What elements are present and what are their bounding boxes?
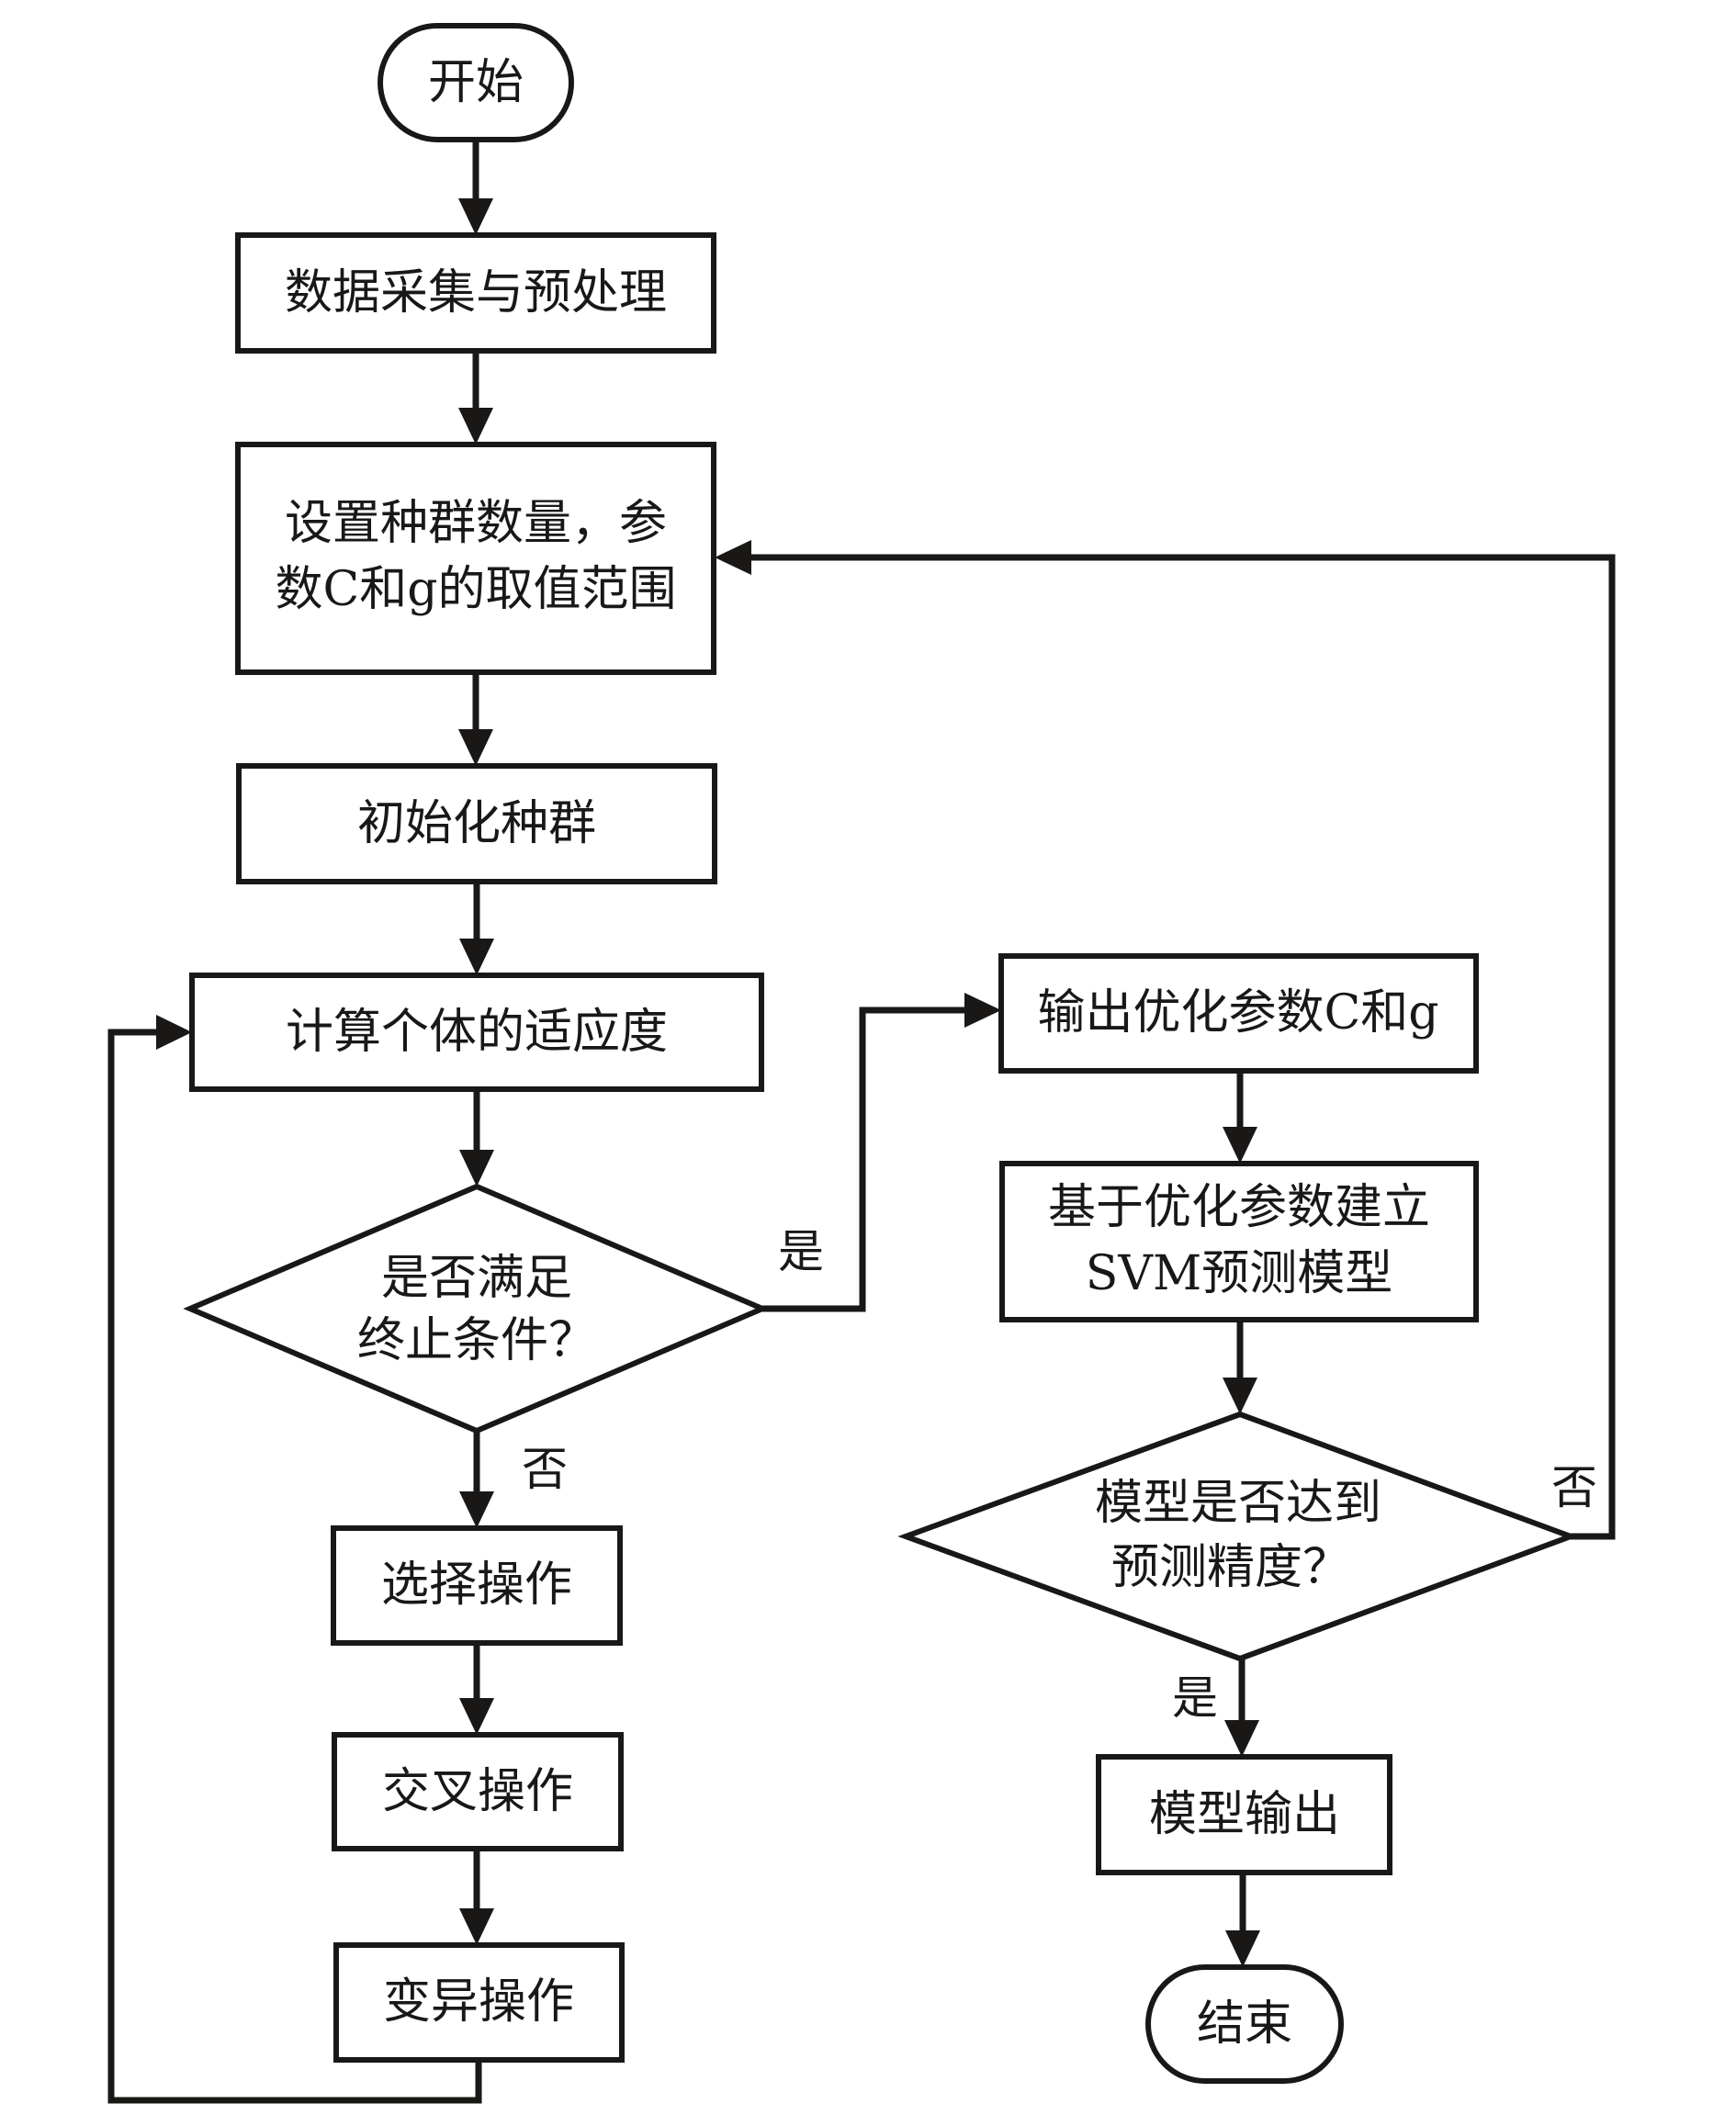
step-set-params-line2: 数C和g的取值范围 xyxy=(275,562,676,617)
arrow-termination-no xyxy=(459,1431,494,1528)
step-output-params: 输出优化参数C和g xyxy=(998,953,1479,1074)
arrow-selection-to-crossover xyxy=(459,1643,494,1735)
arrow-output-to-end xyxy=(1225,1873,1260,1967)
step-crossover: 交叉操作 xyxy=(332,1732,624,1851)
step-crossover-label: 交叉操作 xyxy=(382,1764,573,1819)
decision-termination: 是否满足 终止条件？ xyxy=(183,1183,770,1434)
arrow-output-to-build xyxy=(1223,1071,1257,1164)
end-terminal: 结束 xyxy=(1145,1964,1344,2084)
step-output-params-label: 输出优化参数C和g xyxy=(1037,985,1438,1041)
step-init-population: 初始化种群 xyxy=(236,763,717,884)
arrow-build-to-decision xyxy=(1223,1320,1257,1414)
step-model-output-label: 模型输出 xyxy=(1149,1787,1340,1842)
step-fitness: 计算个体的适应度 xyxy=(189,973,764,1092)
step-build-model: 基于优化参数建立 SVM预测模型 xyxy=(999,1161,1479,1322)
decision-termination-line1: 是否满足 xyxy=(381,1251,572,1306)
step-mutation-label: 变异操作 xyxy=(383,1974,574,2030)
step-set-params-line1: 设置种群数量，参 xyxy=(285,496,667,551)
step-data-collection: 数据采集与预处理 xyxy=(235,232,716,354)
step-init-population-label: 初始化种群 xyxy=(357,796,596,851)
termination-yes-label: 是 xyxy=(778,1225,824,1278)
arrow-loop-back-to-fitness xyxy=(107,1015,482,2104)
start-terminal: 开始 xyxy=(378,23,574,142)
arrow-accuracy-yes xyxy=(1224,1659,1259,1757)
end-label: 结束 xyxy=(1197,1997,1292,2052)
arrow-data-to-params xyxy=(458,351,493,444)
decision-accuracy-line1: 模型是否达到 xyxy=(1095,1476,1381,1531)
arrow-init-to-fitness xyxy=(459,882,494,975)
accuracy-no-label: 否 xyxy=(1551,1461,1597,1514)
step-set-params: 设置种群数量，参 数C和g的取值范围 xyxy=(235,442,716,675)
step-data-collection-label: 数据采集与预处理 xyxy=(285,265,667,321)
step-selection: 选择操作 xyxy=(331,1525,623,1646)
step-mutation: 变异操作 xyxy=(333,1942,625,2063)
arrow-fitness-to-decision xyxy=(459,1089,494,1187)
step-build-model-line1: 基于优化参数建立 xyxy=(1048,1180,1430,1235)
arrow-start-to-data xyxy=(458,140,493,235)
step-selection-label: 选择操作 xyxy=(381,1558,572,1613)
arrow-termination-yes xyxy=(762,993,1001,1312)
start-label: 开始 xyxy=(428,55,524,110)
termination-no-label: 否 xyxy=(522,1443,568,1496)
arrow-accuracy-no xyxy=(715,540,1616,1540)
decision-accuracy-line2: 预测精度？ xyxy=(1111,1540,1350,1595)
step-fitness-label: 计算个体的适应度 xyxy=(286,1005,668,1060)
step-build-model-line2: SVM预测模型 xyxy=(1086,1246,1392,1301)
decision-accuracy: 模型是否达到 预测精度？ xyxy=(897,1411,1579,1662)
decision-termination-line2: 终止条件？ xyxy=(357,1313,596,1368)
arrow-params-to-init xyxy=(458,672,493,766)
accuracy-yes-label: 是 xyxy=(1172,1671,1218,1725)
arrow-crossover-to-mutation xyxy=(459,1849,494,1945)
step-model-output: 模型输出 xyxy=(1096,1754,1392,1875)
